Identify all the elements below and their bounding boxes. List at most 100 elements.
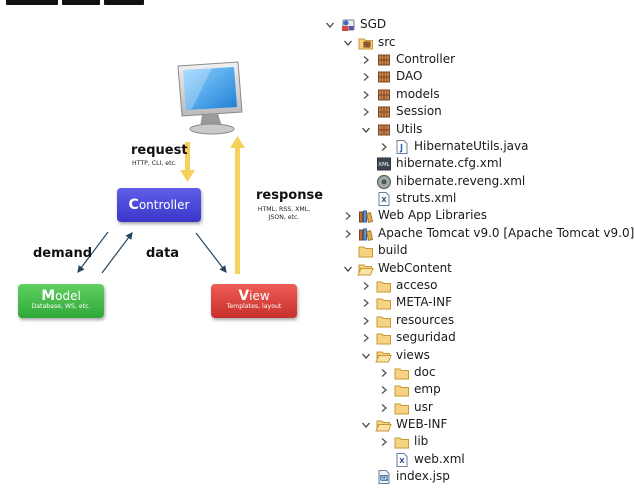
chevron-right-icon[interactable]	[378, 402, 390, 414]
tree-item-label: seguridad	[396, 330, 456, 344]
tree-item-label: hibernate.reveng.xml	[396, 174, 526, 188]
tree-item-label: META-INF	[396, 295, 453, 309]
folder-icon	[376, 313, 392, 329]
chevron-right-icon[interactable]	[360, 297, 372, 309]
hibernate-reveng-icon	[376, 174, 392, 190]
controller-cap: C	[128, 197, 139, 213]
tree-item-label: src	[378, 35, 396, 49]
data-label: data	[146, 246, 180, 261]
response-arrow-head	[230, 136, 245, 148]
tree-item-index-jsp[interactable]: JSP index.jsp	[360, 468, 450, 485]
project-explorer-tree: SGD src Controller DAO models Session Ut…	[320, 0, 634, 488]
tree-item-emp[interactable]: emp	[378, 381, 441, 398]
chevron-right-icon[interactable]	[360, 280, 372, 292]
chevron-right-icon[interactable]	[360, 54, 372, 66]
chevron-right-icon[interactable]	[360, 89, 372, 101]
chevron-right-icon[interactable]	[342, 228, 354, 240]
tree-item-hibernateutils-java[interactable]: HibernateUtils.java	[378, 138, 529, 155]
tree-item-resources[interactable]: resources	[360, 312, 454, 329]
tree-item-models[interactable]: models	[360, 86, 440, 103]
tree-item-hibernate-cfg[interactable]: XML hibernate.cfg.xml	[360, 155, 502, 172]
open-folder-icon	[375, 417, 392, 433]
chevron-right-icon[interactable]	[360, 315, 372, 327]
tree-item-label: SGD	[360, 17, 387, 31]
folder-icon	[376, 330, 392, 346]
tree-item-doc[interactable]: doc	[378, 364, 436, 381]
model-rest: odel	[55, 289, 81, 303]
folder-icon	[376, 278, 392, 294]
cropped-heading	[6, 0, 166, 5]
request-sub-label: HTTP, CLI, etc.	[132, 160, 177, 167]
tree-item-web-app-libraries[interactable]: Web App Libraries	[342, 207, 487, 224]
chevron-down-icon[interactable]	[342, 37, 354, 49]
hibernate-cfg-icon: XML	[376, 156, 392, 172]
tree-item-meta-inf[interactable]: META-INF	[360, 294, 452, 311]
tree-item-hibernate-reveng[interactable]: hibernate.reveng.xml	[360, 173, 525, 190]
tree-item-webcontent[interactable]: WebContent	[342, 260, 452, 277]
tree-item-label: WEB-INF	[396, 417, 448, 431]
package-icon	[376, 104, 392, 120]
svg-text:X: X	[381, 196, 387, 204]
chevron-right-icon[interactable]	[378, 436, 390, 448]
library-icon	[358, 208, 374, 224]
chevron-down-icon[interactable]	[342, 263, 354, 275]
tree-item-controller[interactable]: Controller	[360, 51, 455, 68]
tree-item-tomcat[interactable]: Apache Tomcat v9.0 [Apache Tomcat v9.0]	[342, 225, 634, 242]
tree-item-label: Apache Tomcat v9.0 [Apache Tomcat v9.0]	[378, 226, 634, 240]
java-file-icon	[394, 139, 410, 155]
tree-item-seguridad[interactable]: seguridad	[360, 329, 456, 346]
chevron-right-icon[interactable]	[342, 210, 354, 222]
chevron-down-icon[interactable]	[324, 19, 336, 31]
tree-item-struts-xml[interactable]: X struts.xml	[360, 190, 456, 207]
tree-item-web-inf[interactable]: WEB-INF	[360, 416, 447, 433]
tree-item-label: build	[378, 243, 408, 257]
tree-item-label: WebContent	[378, 261, 452, 275]
chevron-right-icon[interactable]	[378, 384, 390, 396]
tree-item-label: struts.xml	[396, 191, 457, 205]
tree-item-label: acceso	[396, 278, 438, 292]
view-cap: V	[238, 288, 250, 304]
diagram-arrows	[77, 136, 245, 274]
svg-text:JSP: JSP	[380, 476, 388, 482]
tree-item-label: Session	[396, 104, 442, 118]
tree-item-build[interactable]: build	[342, 242, 408, 259]
open-folder-icon	[375, 348, 392, 364]
tree-item-label: resources	[396, 313, 455, 327]
response-sub-line-1: HTML, RSS, XML,	[257, 206, 311, 213]
tree-item-label: doc	[414, 365, 436, 379]
chevron-right-icon[interactable]	[360, 106, 372, 118]
response-arrow-shaft	[235, 148, 240, 274]
tree-item-src[interactable]: src	[342, 34, 396, 51]
folder-icon	[394, 365, 410, 381]
chevron-down-icon[interactable]	[360, 419, 372, 431]
controller-view-arrow	[195, 232, 227, 273]
xml-file-icon: X	[376, 191, 392, 207]
folder-icon	[394, 434, 410, 450]
tree-item-acceso[interactable]: acceso	[360, 277, 438, 294]
tree-item-session[interactable]: Session	[360, 103, 442, 120]
view-rest: iew	[249, 289, 270, 303]
chevron-right-icon[interactable]	[360, 71, 372, 83]
tree-item-usr[interactable]: usr	[378, 399, 433, 416]
tree-item-web-xml[interactable]: X web.xml	[378, 451, 465, 468]
tree-item-utils[interactable]: Utils	[360, 121, 422, 138]
library-icon	[358, 226, 374, 242]
response-label: response	[256, 188, 324, 203]
tree-item-dao[interactable]: DAO	[360, 68, 422, 85]
tree-item-views[interactable]: views	[360, 347, 430, 364]
chevron-down-icon[interactable]	[360, 124, 372, 136]
tree-item-lib[interactable]: lib	[378, 433, 428, 450]
chevron-down-icon[interactable]	[360, 350, 372, 362]
svg-text:X: X	[399, 457, 405, 465]
request-label: request	[131, 143, 188, 158]
demand-label: demand	[33, 246, 93, 261]
tree-item-label: views	[396, 348, 430, 362]
model-cap: M	[41, 288, 56, 304]
mvc-diagram: request HTTP, CLI, etc. response HTML, R…	[6, 0, 324, 318]
chevron-right-icon[interactable]	[378, 367, 390, 379]
package-icon	[376, 69, 392, 85]
tree-item-sgd[interactable]: SGD	[324, 16, 386, 33]
chevron-right-icon[interactable]	[378, 141, 390, 153]
demand-arrow	[77, 231, 109, 273]
chevron-right-icon[interactable]	[360, 332, 372, 344]
